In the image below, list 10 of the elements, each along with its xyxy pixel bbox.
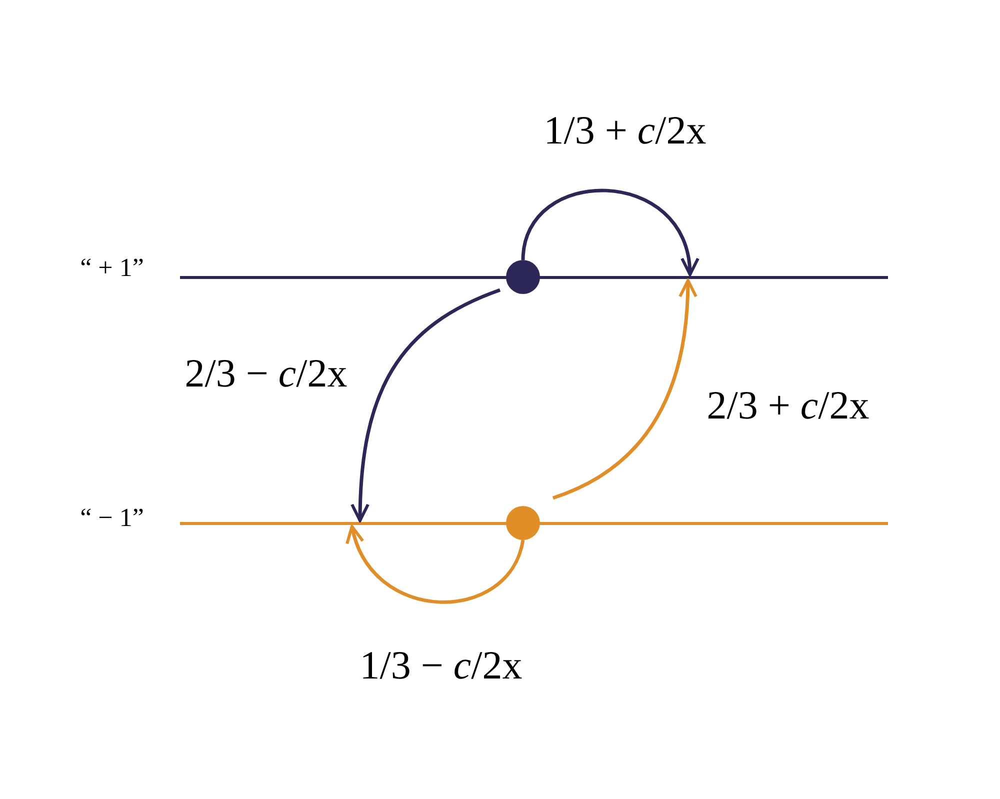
state-dot <box>506 260 540 294</box>
line-label: “ − 1” <box>80 503 144 533</box>
number-line <box>180 522 888 525</box>
curved-arrow <box>348 525 525 604</box>
curved-arrow <box>521 188 698 276</box>
curved-arrow <box>552 279 697 500</box>
number-line <box>180 276 888 279</box>
curved-arrow <box>350 288 501 522</box>
line-label: “ + 1” <box>80 253 144 283</box>
state-dot <box>506 506 540 540</box>
